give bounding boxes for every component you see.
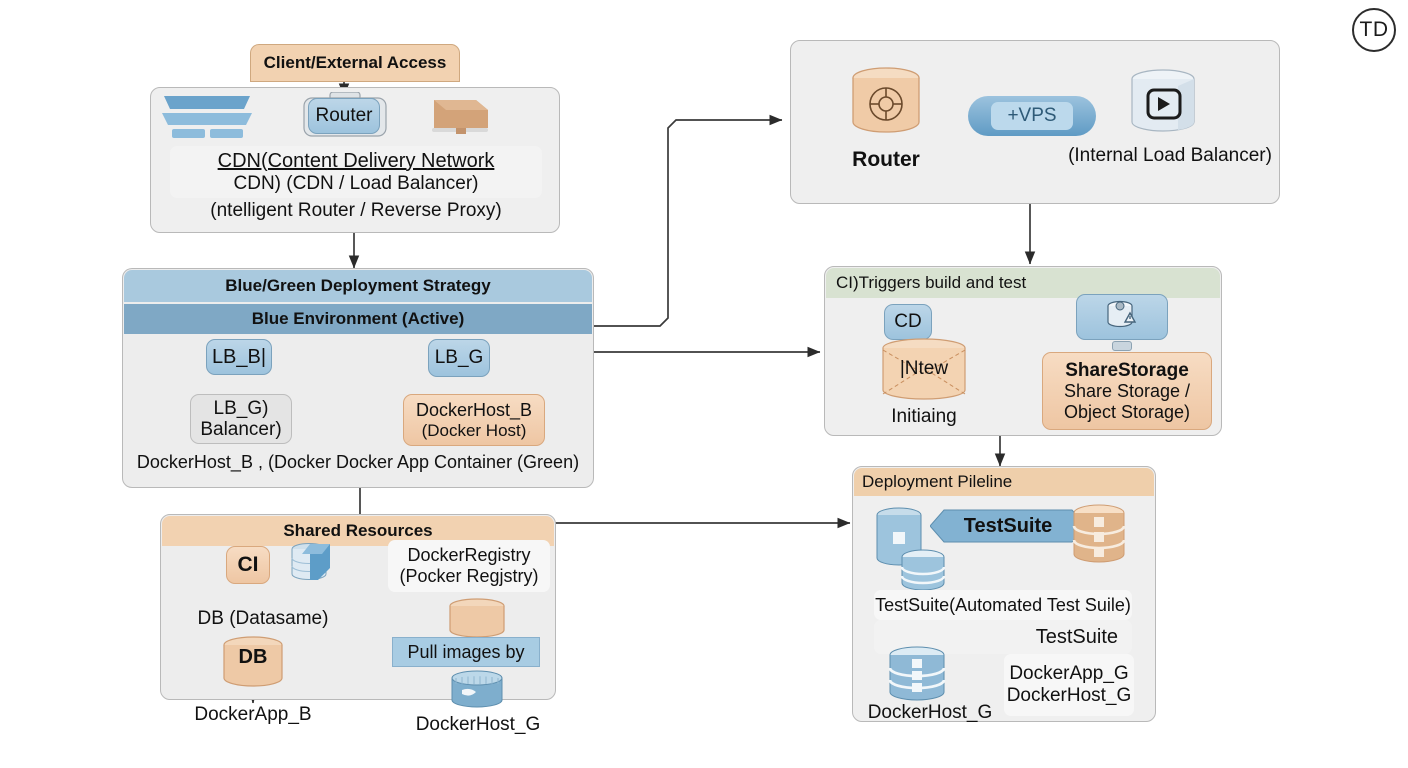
ci-triggers-header: CI)Triggers build and test [826, 268, 1220, 298]
ci-label: CI [237, 553, 259, 577]
storage-connector-stub [1112, 341, 1132, 351]
cd-label: CD [894, 311, 922, 333]
lb-g-balancer-box[interactable]: LB_G) Balancer) [190, 394, 292, 444]
shared-resources-title: Shared Resources [283, 521, 433, 540]
dockerapp-g-line2: DockerHost_G [1006, 685, 1132, 706]
blue-environment-title: Blue Environment (Active) [251, 309, 465, 328]
internal-load-balancer-icon[interactable] [1126, 68, 1200, 138]
pipeline-peach-stack-icon [1072, 504, 1126, 563]
router-right-label: Router [852, 148, 920, 171]
cdn-subtitle: CDN) (CDN / Load Balancer) [233, 172, 479, 194]
cdn-caption: (ntelligent Router / Reverse Proxy) [210, 200, 502, 221]
bluegreen-title: Blue/Green Deployment Strategy [225, 276, 491, 295]
db-cylinder-icon[interactable] [220, 636, 286, 688]
ci-node[interactable]: CI [226, 546, 270, 584]
bluegreen-footer: DockerHost_B , (Docker Docker App Contai… [136, 452, 580, 472]
deployment-pipeline-title: Deployment Pileline [862, 472, 1013, 491]
monitor-icon [162, 96, 252, 138]
registry-cylinder-icon [291, 543, 330, 580]
dockerhost-b-line1: DockerHost_B [415, 400, 533, 421]
pipeline-blue-stack-icon [900, 549, 946, 591]
cdn-inner-box: CDN(Content Delivery Network CDN) (CDN /… [170, 146, 542, 198]
lb-g-balancer-line2: Balancer) [200, 419, 282, 440]
envelope-cylinder-icon [878, 338, 970, 404]
sharestorage-node[interactable]: ShareStorage Share Storage / Object Stor… [1042, 352, 1212, 430]
sharestorage-line3: Object Storage) [1063, 401, 1191, 422]
testsuite-label: TestSuite [1035, 625, 1118, 648]
testsuite-automated-box[interactable]: TestSuite(Automated Test Suile) [874, 590, 1132, 620]
docker-registry-line1: DockerRegistry [407, 545, 531, 565]
bucket-icon [449, 598, 505, 638]
deployment-pipeline-header: Deployment Pileline [854, 468, 1154, 496]
pull-images-bar[interactable]: Pull images by [392, 637, 540, 667]
vps-pill[interactable]: +VPS [968, 96, 1096, 136]
testsuite-banner[interactable] [930, 509, 1086, 543]
td-logo-text: TD [1359, 18, 1389, 41]
db-caption: DB (Datasame) [197, 608, 329, 629]
router-node-left[interactable]: Router [308, 98, 380, 134]
testsuite-banner-label: TestSuite [963, 515, 1053, 537]
dockerhost-g-pipeline-label: DockerHost_G [867, 702, 993, 723]
dockerapp-b-label: DockerApp_B [194, 704, 312, 725]
storage-warning-icon[interactable] [1076, 294, 1168, 340]
cd-node[interactable]: CD [884, 304, 932, 340]
desktop-box-icon [432, 100, 488, 134]
ntew-label: |Ntew [899, 358, 949, 379]
lb-g-balancer-line1: LB_G) [213, 397, 269, 419]
lb-g-node[interactable]: LB_G [428, 339, 490, 377]
blue-environment-header: Blue Environment (Active) [124, 304, 592, 334]
ci-triggers-title: CI)Triggers build and test [836, 273, 1027, 292]
vps-label: +VPS [991, 102, 1073, 130]
dockerapp-g-box[interactable]: DockerApp_G DockerHost_G [1004, 654, 1134, 716]
pull-images-label: Pull images by [407, 641, 525, 662]
lb-b-label: LB_B| [211, 345, 267, 368]
testsuite-automated-label: TestSuite(Automated Test Suile) [875, 594, 1131, 615]
lb-b-node[interactable]: LB_B| [206, 339, 272, 375]
internal-load-balancer-label: (Internal Load Balancer) [1068, 145, 1272, 166]
client-external-access-title: Client/External Access [263, 53, 447, 72]
bluegreen-header: Blue/Green Deployment Strategy [124, 270, 592, 302]
docker-registry-box[interactable]: DockerRegistry (Pocker Regjstry) [388, 540, 550, 592]
initiating-label: Initiaing [891, 406, 957, 427]
td-logo-badge: TD [1352, 8, 1396, 52]
sharestorage-title: ShareStorage [1065, 360, 1189, 382]
router-cylinder-icon[interactable] [848, 66, 924, 138]
dockerhost-g-bucket-icon [451, 670, 503, 708]
db-label: DB [238, 646, 268, 668]
dockerapp-g-line1: DockerApp_G [1009, 663, 1129, 684]
dockerhost-g-shared-label: DockerHost_G [415, 714, 541, 735]
docker-registry-line2: (Pocker Regjstry) [399, 566, 539, 586]
lb-g-label: LB_G [434, 347, 484, 369]
dockerhost-b-line2: (Docker Host) [421, 420, 527, 440]
router-node-left-label: Router [315, 105, 373, 127]
dockerhost-b-node[interactable]: DockerHost_B (Docker Host) [403, 394, 545, 446]
sharestorage-line2: Share Storage / [1063, 381, 1191, 402]
client-external-access-header: Client/External Access [250, 44, 460, 82]
cdn-title: CDN(Content Delivery Network [217, 149, 495, 172]
dockerhost-g-stack-icon [888, 646, 946, 701]
